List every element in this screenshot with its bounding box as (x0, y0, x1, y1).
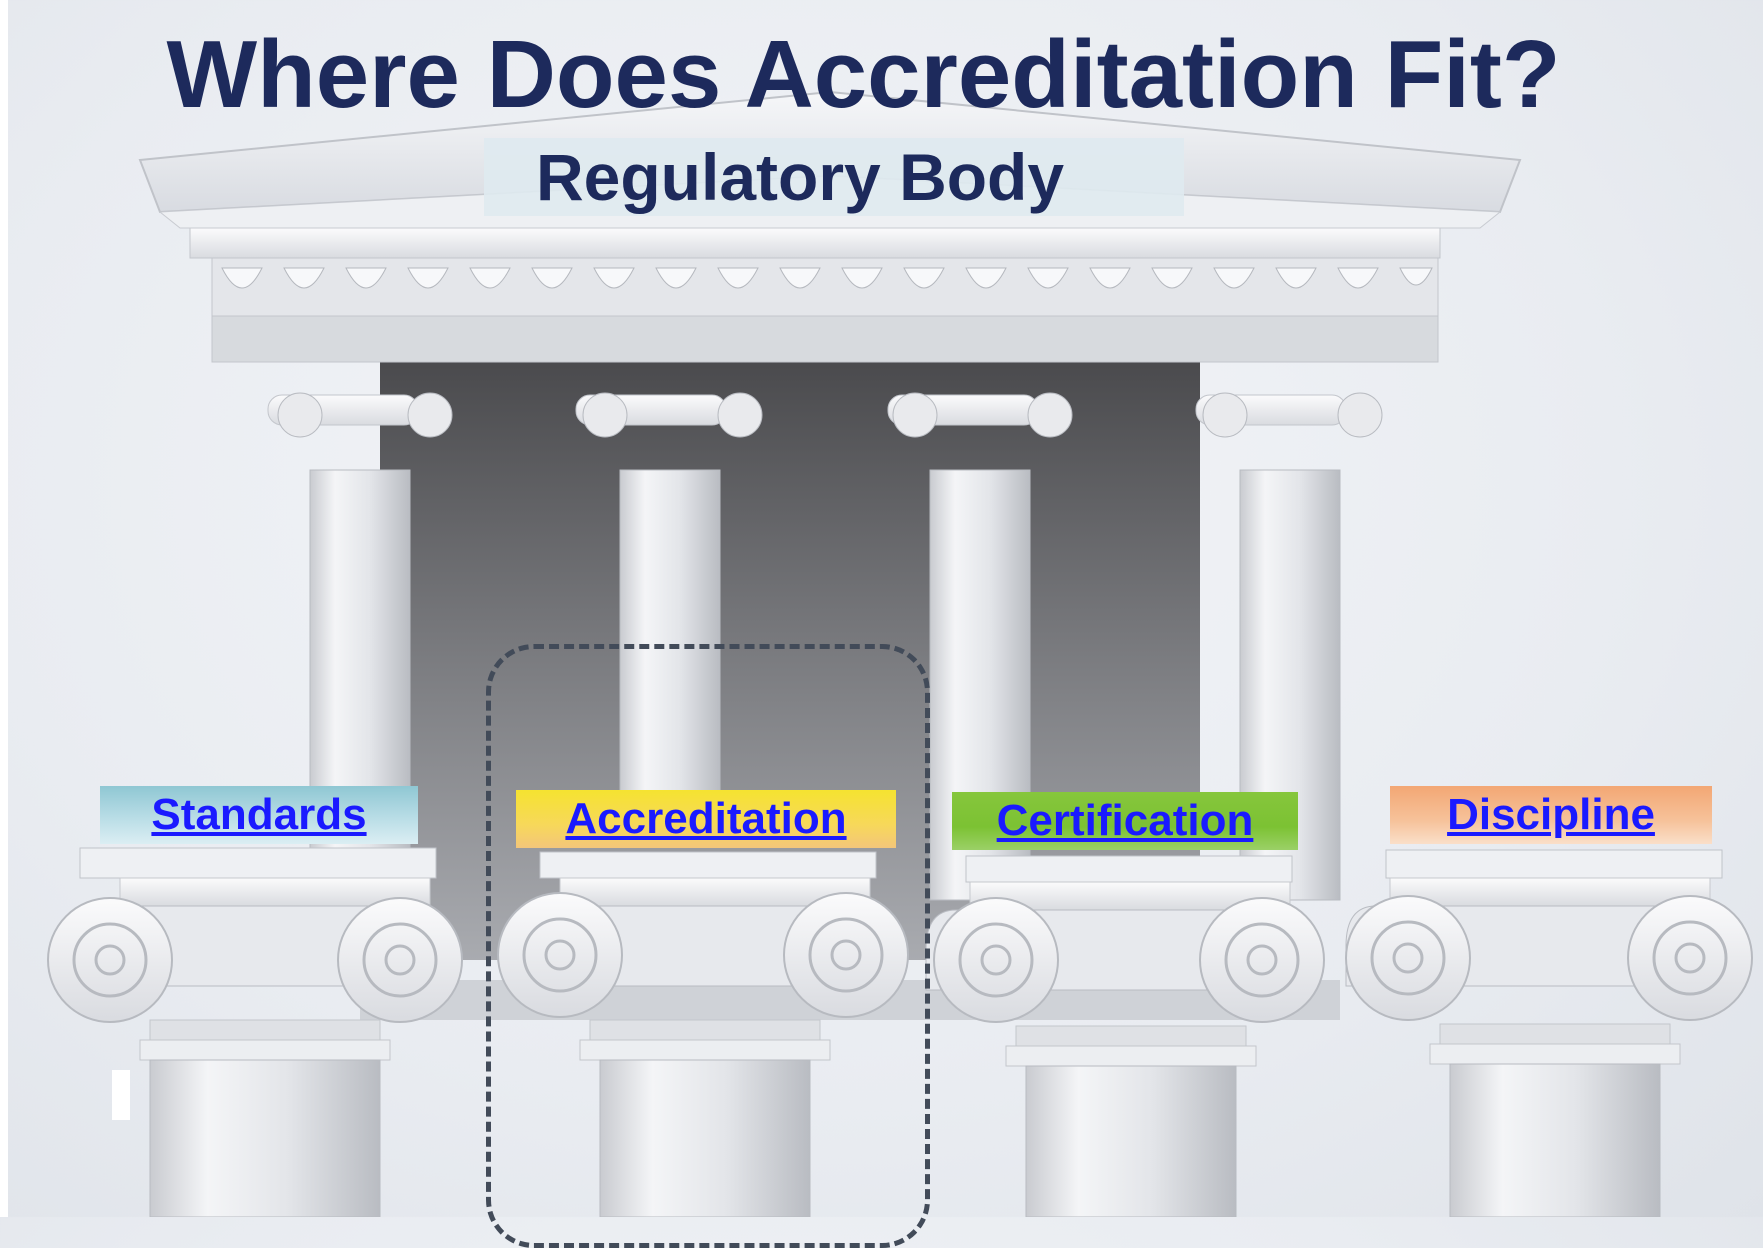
temple-pediment (138, 90, 1522, 229)
front-columns (47, 847, 1753, 1217)
front-column-standards (47, 847, 463, 1217)
pillar-label-discipline[interactable]: Discipline (1390, 786, 1712, 844)
front-column-discipline (1345, 849, 1753, 1217)
base-gap (112, 1070, 130, 1120)
left-border-strip (0, 0, 8, 1217)
pediment-label: Regulatory Body (536, 140, 1065, 214)
pillar-label-certification[interactable]: Certification (952, 792, 1298, 850)
slide-title: Where Does Accreditation Fit? (166, 21, 1561, 128)
front-column-certification (925, 855, 1325, 1217)
temple-illustration (47, 90, 1753, 1217)
temple-entablature (189, 227, 1441, 363)
pillar-label-standards[interactable]: Standards (100, 786, 418, 844)
front-column-accreditation (497, 851, 909, 1217)
pillar-label-accreditation[interactable]: Accreditation (516, 790, 896, 848)
